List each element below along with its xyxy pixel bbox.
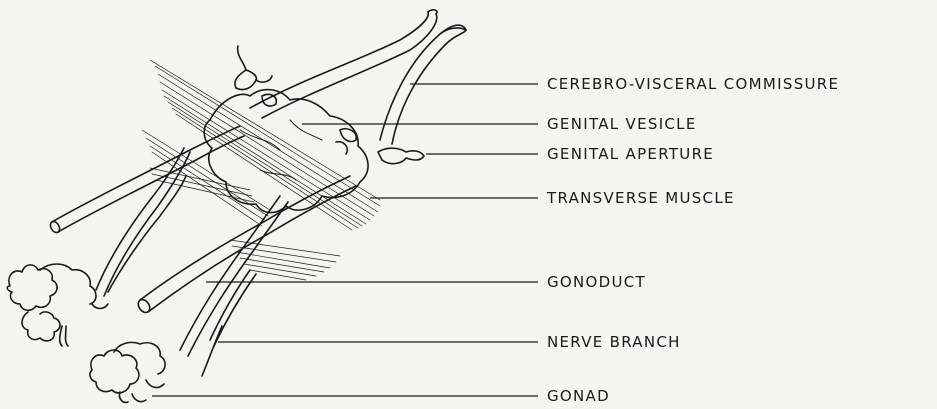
label-cerebro-visceral-commissure: CEREBRO-VISCERAL COMMISSURE	[547, 75, 839, 93]
genital-aperture	[336, 129, 424, 164]
gonad-cluster-left	[7, 264, 108, 346]
label-gonad: GONAD	[547, 387, 610, 405]
label-transverse-muscle: TRANSVERSE MUSCLE	[547, 189, 735, 207]
left-nerve-tube	[49, 126, 244, 234]
gonad-cluster-right	[90, 342, 165, 402]
label-genital-aperture: GENITAL APERTURE	[547, 145, 714, 163]
label-genital-vesicle: GENITAL VESICLE	[547, 115, 697, 133]
label-nerve-branch: NERVE BRANCH	[547, 333, 681, 351]
label-gonoduct: GONODUCT	[547, 273, 646, 291]
leader-lines	[152, 84, 538, 396]
